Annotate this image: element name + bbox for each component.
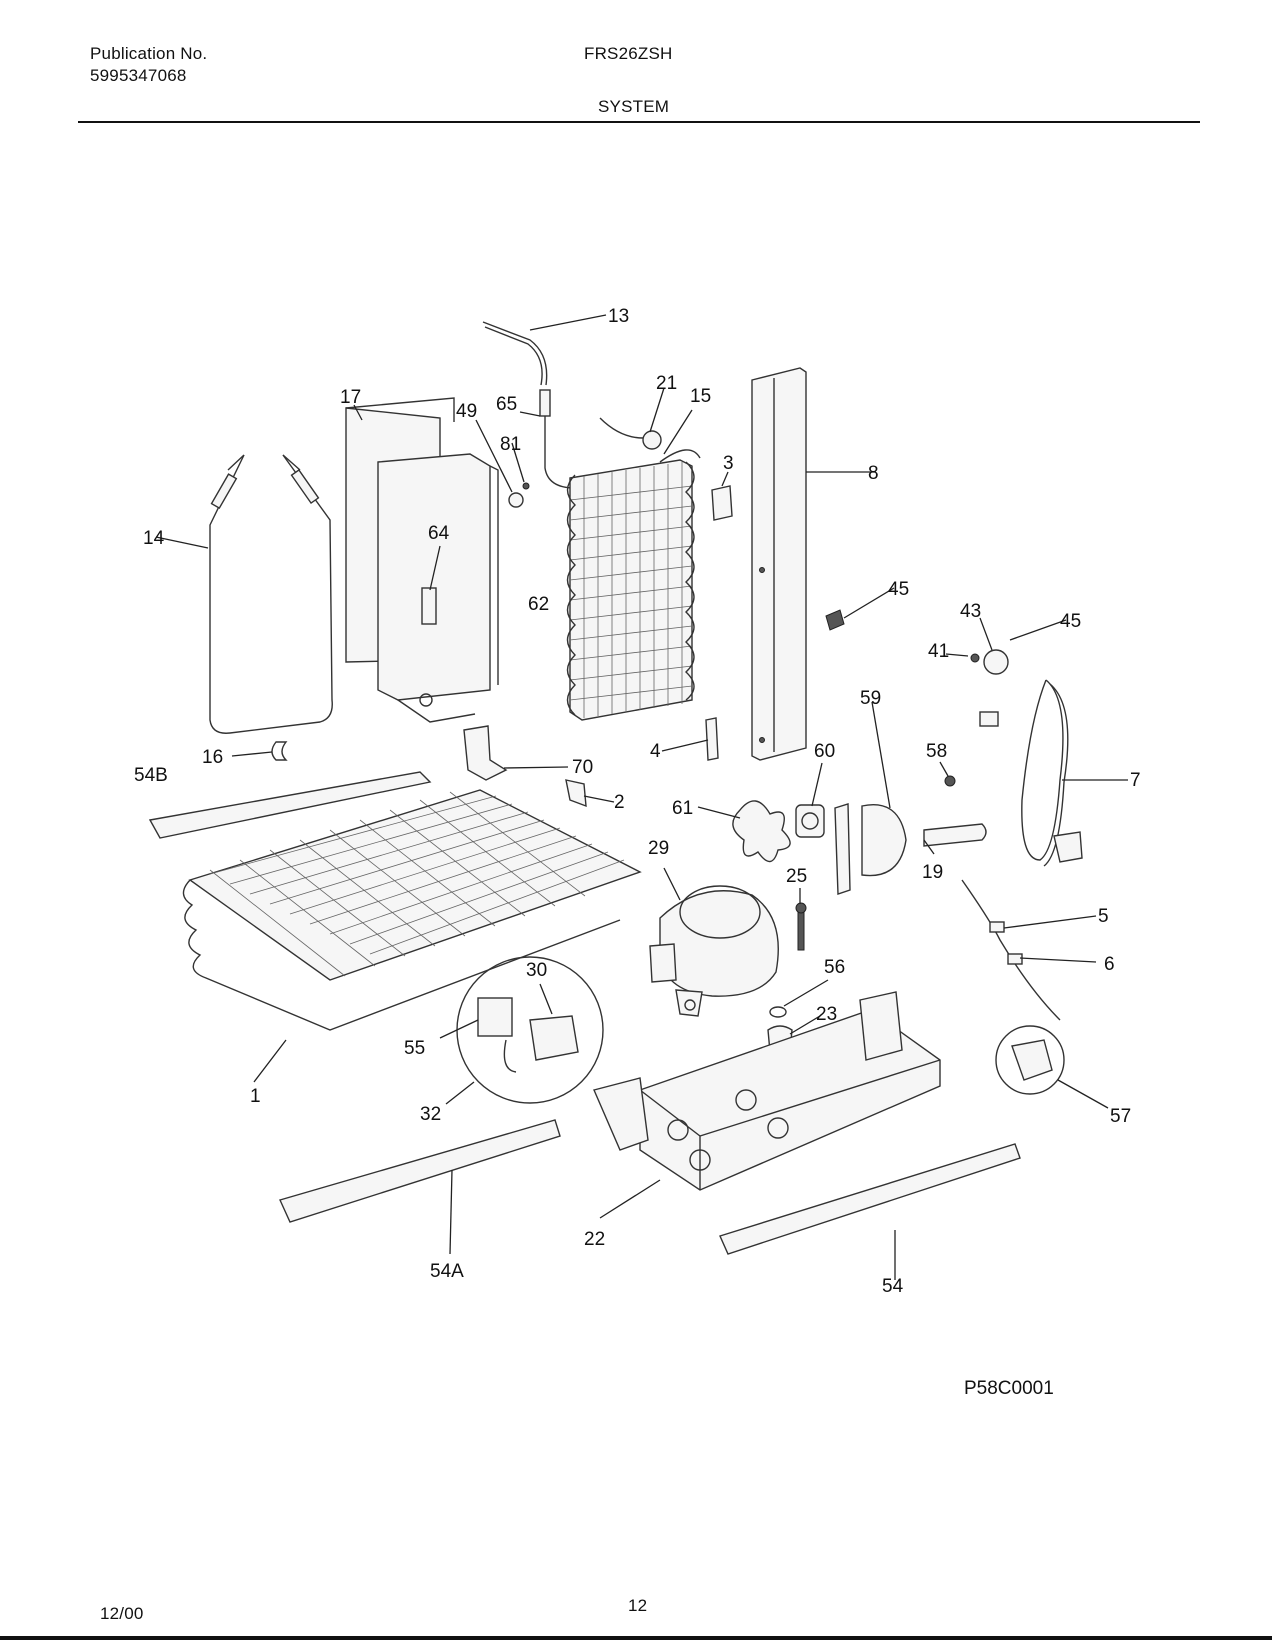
callout-5: 5: [1098, 906, 1109, 927]
callout-61: 61: [672, 798, 693, 819]
callout-15: 15: [690, 386, 711, 407]
part-fan-assembly: [732, 800, 825, 863]
callout-64: 64: [428, 523, 450, 544]
callout-6: 6: [1104, 954, 1115, 975]
callout-16: 16: [202, 747, 223, 768]
callout-25: 25: [786, 866, 807, 887]
part-clip-2: [565, 779, 587, 808]
callout-32: 32: [420, 1104, 441, 1125]
part-tube-19: [923, 823, 987, 847]
part-drain-4: [705, 717, 719, 761]
callout-49: 49: [456, 401, 477, 422]
part-rail-54b: [148, 771, 432, 839]
callout-54a: 54A: [430, 1261, 464, 1282]
callout-45-b: 45: [1060, 611, 1081, 632]
callout-57: 57: [1110, 1106, 1131, 1127]
part-evaporator: [566, 449, 701, 721]
callout-13: 13: [608, 306, 629, 327]
footer-rule: [0, 1636, 1272, 1640]
leader-lines: [155, 314, 1128, 1280]
callout-19: 19: [922, 862, 943, 883]
part-rail-54a: [279, 1119, 561, 1223]
part-thermostat-21: [599, 417, 662, 450]
part-screw-58: [944, 775, 956, 787]
callout-7: 7: [1130, 770, 1141, 791]
part-vertical-channel: [751, 367, 807, 761]
footer-date: 12/00: [100, 1604, 144, 1623]
callout-45-a: 45: [888, 579, 909, 600]
callout-2: 2: [614, 792, 625, 813]
part-relay-detail: [456, 956, 604, 1104]
callout-29: 29: [648, 838, 669, 859]
part-screw-81: [522, 482, 530, 490]
callout-labels: 13 17 49 65 21 15 81 3 8 14 64 62 45 43 …: [134, 306, 1141, 1297]
section-title: SYSTEM: [598, 97, 670, 116]
part-compressor: [649, 885, 779, 1017]
part-bracket-3: [711, 485, 733, 521]
callout-21: 21: [656, 373, 677, 394]
part-connector-5: [989, 921, 1005, 933]
model-number: FRS26ZSH: [584, 44, 673, 63]
callout-58: 58: [926, 741, 947, 762]
part-wire-5-6: [961, 879, 1061, 1021]
callout-65: 65: [496, 394, 517, 415]
part-power-cord: [979, 649, 1083, 867]
callout-43: 43: [960, 601, 981, 622]
part-heater-loop: [209, 454, 333, 734]
part-base-pan: [593, 991, 941, 1191]
callout-54: 54: [882, 1276, 904, 1297]
publication-label: Publication No.: [90, 44, 208, 63]
callout-62: 62: [528, 594, 549, 615]
figure-code: P58C0001: [964, 1378, 1054, 1399]
part-bracket-70: [463, 725, 508, 781]
part-cap-detail: [995, 1025, 1065, 1095]
callout-56: 56: [824, 957, 845, 978]
callout-4: 4: [650, 741, 661, 762]
callout-30: 30: [526, 960, 547, 981]
publication-number: 5995347068: [90, 66, 187, 85]
callout-22: 22: [584, 1229, 605, 1250]
part-connector-6: [1007, 953, 1023, 965]
callout-60: 60: [814, 741, 835, 762]
callout-1: 1: [250, 1086, 261, 1107]
callout-3: 3: [723, 453, 734, 474]
header-rule: [78, 121, 1200, 123]
callout-23: 23: [816, 1004, 837, 1025]
footer-page-number: 12: [628, 1596, 648, 1615]
part-screw-41: [970, 653, 980, 663]
part-screw-45: [825, 609, 845, 631]
callout-17: 17: [340, 387, 361, 408]
callout-59: 59: [860, 688, 881, 709]
callout-70: 70: [572, 757, 593, 778]
part-fan-shroud: [834, 803, 907, 895]
part-evaporator-cover: [345, 397, 499, 723]
callout-14: 14: [143, 528, 165, 549]
callout-41: 41: [928, 641, 949, 662]
callout-8: 8: [868, 463, 879, 484]
callout-55: 55: [404, 1038, 425, 1059]
callout-81: 81: [500, 434, 521, 455]
callout-54b: 54B: [134, 765, 168, 786]
part-condenser-coil: [182, 789, 642, 1031]
part-rail-54: [719, 1143, 1021, 1255]
part-clip-49: [508, 492, 524, 508]
part-clip-16: [271, 741, 288, 761]
